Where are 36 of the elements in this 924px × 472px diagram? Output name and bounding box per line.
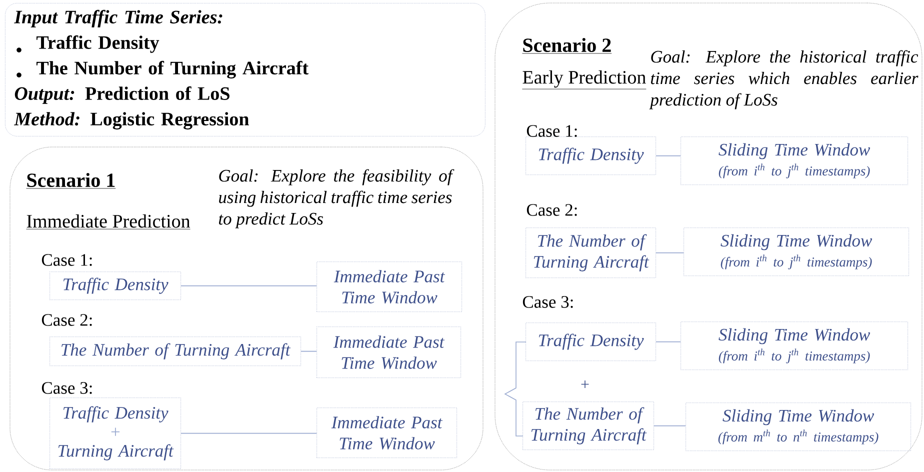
input-box: Input Traffic Time Series: Traffic Density The Number of Turning Aircraft Output: Prediction of LoS Method: Logistic Regression	[5, 3, 486, 136]
plus-sign: +	[581, 380, 589, 388]
input-series-box: Traffic Density + Turning Aircraft	[50, 398, 181, 469]
goal-text: Goal: Explore the historical traffic time series which enables earlier prediction of LoSs	[649, 50, 918, 110]
input-series-box: Sliding Time Window (from m$^{th}$ to n$^{th}$ timestamps)	[686, 402, 911, 451]
input-series-box: Traffic Density	[50, 272, 181, 300]
prediction-subheading: Early Prediction	[522, 70, 646, 90]
case-label: Case 2:	[42, 314, 92, 326]
input-series-box: Immediate Past Time Window	[316, 262, 462, 312]
input-series-box: Sliding Time Window (from i$^{th}$ to j$^{th}$ timestamps)	[680, 136, 908, 185]
input-series-box: Traffic Density	[526, 136, 656, 175]
scenario-heading: Scenario 2	[522, 38, 612, 54]
connector-line	[656, 341, 682, 342]
connector-line	[180, 285, 318, 286]
connector-line	[180, 432, 318, 434]
input-series-box: Immediate Past Time Window	[316, 408, 457, 458]
case-label: Case 3:	[522, 296, 573, 308]
connector-line	[656, 252, 684, 254]
scenario-heading: Scenario 1	[26, 172, 116, 189]
case-label: Case 3:	[42, 382, 92, 394]
scenario-panel	[10, 146, 484, 470]
connector-line	[656, 155, 682, 156]
connector-line	[300, 350, 318, 352]
prediction-subheading: Immediate Prediction	[26, 214, 190, 230]
input-series-box: Sliding Time Window (from i$^{th}$ to j$^{th}$ timestamps)	[680, 322, 908, 370]
scenario-panel	[494, 2, 922, 470]
case-label: Case 2:	[526, 204, 577, 216]
input-series-box: The Number of Turning Aircraft	[526, 228, 656, 278]
input-series-box: The Number of Turning Aircraft	[50, 336, 301, 366]
case-label: Case 1:	[526, 125, 577, 137]
input-series-box: Sliding Time Window (from i$^{th}$ to j$^{th}$ timestamps)	[684, 228, 909, 276]
connector-line	[654, 425, 686, 426]
goal-text: Goal: Explore the feasibility of using historical traffic time series to predict LoSs	[218, 169, 454, 228]
input-series-box: Immediate Past Time Window	[316, 326, 461, 378]
input-series-box: The Number of Turning Aircraft	[522, 402, 654, 450]
input-series-box: Traffic Density	[526, 322, 656, 361]
